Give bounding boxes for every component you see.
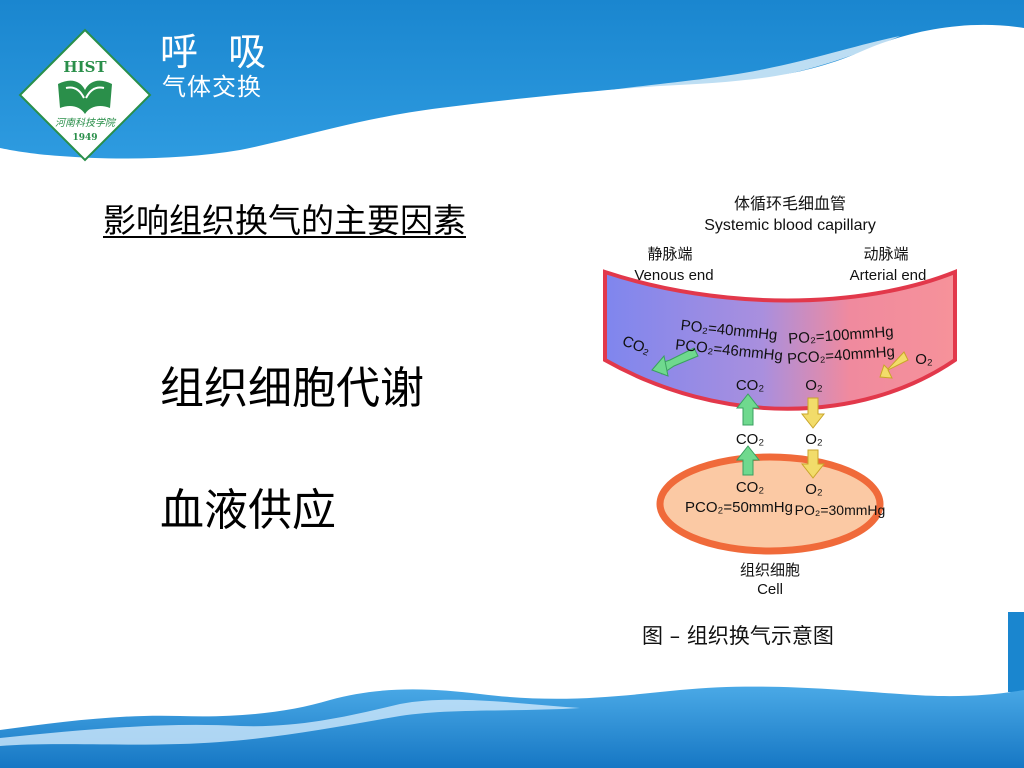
top-band <box>0 0 1024 159</box>
arterial-label-en: Arterial end <box>849 267 927 284</box>
logo-school-name: 河南科技学院 <box>55 117 117 129</box>
o2-vessel-label: O₂ <box>805 377 823 394</box>
co2-vessel-label: CO₂ <box>735 377 765 394</box>
diagram-graphics <box>603 269 957 555</box>
arrow-co2-up-2 <box>735 445 761 476</box>
tissue-gas-exchange-diagram: 体循环毛细血管 Systemic blood capillary 静脉端 Ven… <box>590 180 990 660</box>
tissue-cell <box>656 453 884 555</box>
cell-label-en: Cell <box>757 581 783 598</box>
o2-cell-label: O₂ <box>805 481 823 498</box>
capillary-label-cn: 体循环毛细血管 <box>733 194 846 213</box>
bottom-wave <box>0 686 1024 768</box>
arrow-co2-out-head <box>651 354 669 377</box>
cell-po2: PO₂=30mmHg <box>794 502 886 518</box>
o2-interstitial-label: O₂ <box>805 431 823 448</box>
co2-interstitial-label: CO₂ <box>735 431 765 448</box>
logo-year: 1949 <box>72 133 97 143</box>
slide-title: 呼 吸 <box>160 30 269 74</box>
logo-abbr: HIST <box>63 58 107 76</box>
arrow-o2-in <box>879 351 909 379</box>
capillary-vessel <box>603 269 957 411</box>
venous-label-cn: 静脉端 <box>647 245 693 263</box>
cell-label-cn: 组织细胞 <box>739 561 800 579</box>
co2-cell-label: CO₂ <box>735 479 765 496</box>
arterial-label-cn: 动脉端 <box>863 245 909 263</box>
o2-in-label: O₂ <box>915 351 933 368</box>
arrow-o2-down-2 <box>800 449 826 479</box>
slide-subtitle: 气体交换 <box>162 73 262 101</box>
venous-label-en: Venous end <box>634 267 714 284</box>
right-bar <box>1008 612 1024 692</box>
capillary-label-en: Systemic blood capillary <box>704 217 876 234</box>
diagram-caption: 图 – 组织换气示意图 <box>642 624 834 648</box>
section-heading: 影响组织换气的主要因素 <box>103 201 466 240</box>
factor-item-metabolism: 组织细胞代谢 <box>160 363 424 414</box>
bottom-wave-light <box>0 699 580 746</box>
school-logo: HIST 河南科技学院 1949 <box>18 28 152 162</box>
cell-pco2: PCO₂=50mmHg <box>685 499 793 516</box>
factor-item-blood-supply: 血液供应 <box>160 485 336 536</box>
arrow-o2-down-1 <box>800 397 826 429</box>
arrow-co2-up-1 <box>735 393 761 426</box>
